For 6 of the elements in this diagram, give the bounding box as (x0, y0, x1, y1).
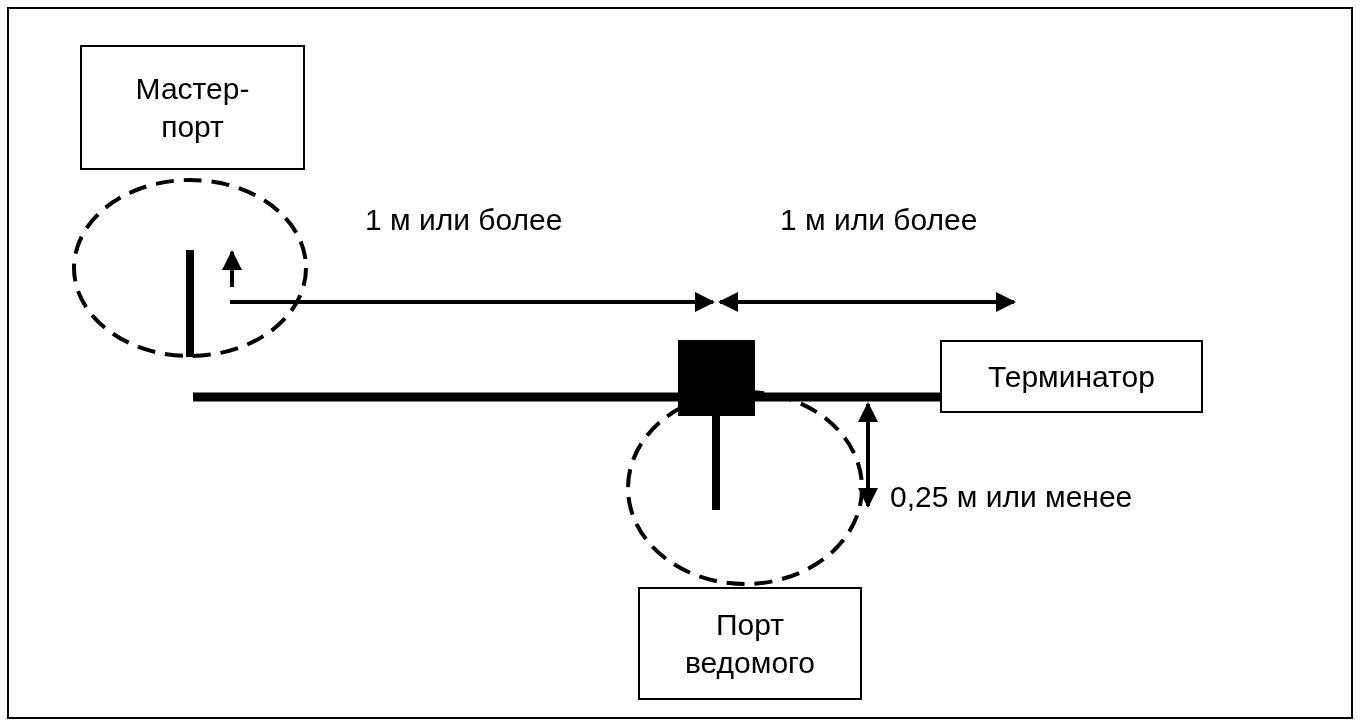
dimension-label: 1 м или более (365, 203, 563, 237)
port-box: Порт ведомого (638, 587, 862, 700)
dimension-label: 1 м или более (780, 203, 978, 237)
port-box: Терминатор (940, 340, 1203, 413)
dimension-label: 0,25 м или менее (890, 480, 1133, 514)
port-box: Мастер-порт (80, 45, 305, 170)
